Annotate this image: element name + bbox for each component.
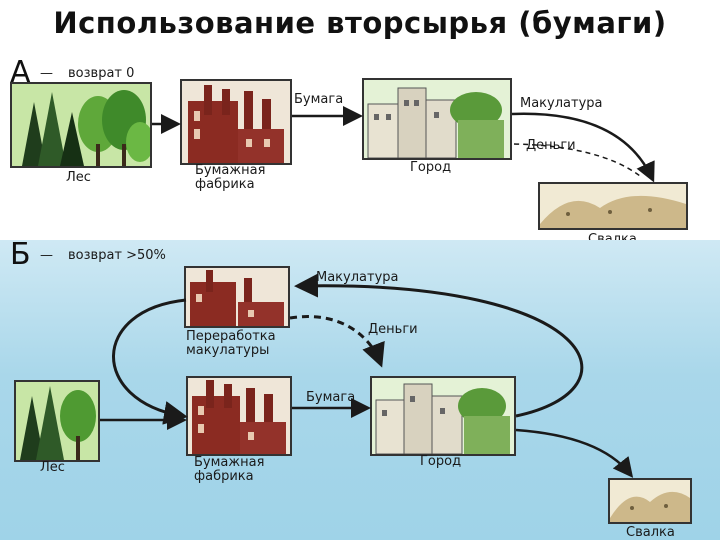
city-label-a: Город (410, 160, 452, 175)
scenario-b-panel: Б — возврат >50% Переработка макулатуры … (0, 240, 720, 540)
dump-image-a (538, 182, 688, 230)
arrow-recycling-to-factory-b (112, 298, 188, 425)
waste-paper-label-a: Макулатура (520, 96, 603, 111)
scenario-a-panel: А — возврат 0 Лес (0, 55, 720, 247)
city-image-a (362, 78, 512, 160)
factory-label-a: Бумажная фабрика (195, 163, 266, 192)
recycling-image-b (184, 266, 290, 328)
scenario-b-return-text: возврат >50% (68, 248, 166, 263)
scenario-a-return-text: возврат 0 (68, 66, 135, 81)
money-label-b: Деньги (368, 322, 418, 337)
factory-image-a (180, 79, 292, 165)
city-icon (372, 378, 514, 454)
paper-label-b: Бумага (306, 390, 356, 405)
dump-icon (610, 480, 690, 522)
factory-icon (186, 268, 288, 326)
factory-icon (182, 81, 290, 163)
factory-image-b (186, 376, 292, 456)
forest-image-a (10, 82, 152, 168)
arrow-city-to-dump-a (511, 112, 655, 183)
city-image-b (370, 376, 516, 456)
scenario-a-arrows (152, 106, 655, 183)
dump-image-b (608, 478, 692, 524)
factory-icon (188, 378, 290, 454)
factory-label-b: Бумажная фабрика (194, 455, 265, 484)
city-label-b: Город (420, 454, 462, 469)
recycling-label-b: Переработка макулатуры (186, 329, 276, 358)
paper-label-a: Бумага (294, 92, 344, 107)
forest-label-a: Лес (66, 170, 91, 185)
city-icon (364, 80, 510, 158)
page-title: Использование вторсырья (бумаги) (53, 6, 667, 40)
scenario-a-letter: А (10, 55, 31, 90)
arrow-money-a (513, 143, 641, 177)
dump-label-b: Свалка (626, 525, 675, 540)
waste-paper-label-b: Макулатура (316, 270, 399, 285)
scenario-b-dash: — (40, 248, 53, 263)
scenario-a-dash: — (40, 66, 53, 81)
scenario-b-letter: Б (10, 237, 31, 272)
arrow-city-to-dump-b (515, 428, 634, 478)
dump-icon (540, 184, 686, 228)
money-label-a: Деньги (526, 138, 576, 153)
arrow-money-b (289, 315, 385, 368)
forest-icon (12, 84, 150, 166)
forest-image-b (14, 380, 100, 462)
forest-label-b: Лес (40, 460, 65, 475)
arrow-city-to-recycling-b (294, 273, 584, 418)
forest-icon (16, 382, 98, 460)
scenario-b-arrows (100, 273, 634, 478)
